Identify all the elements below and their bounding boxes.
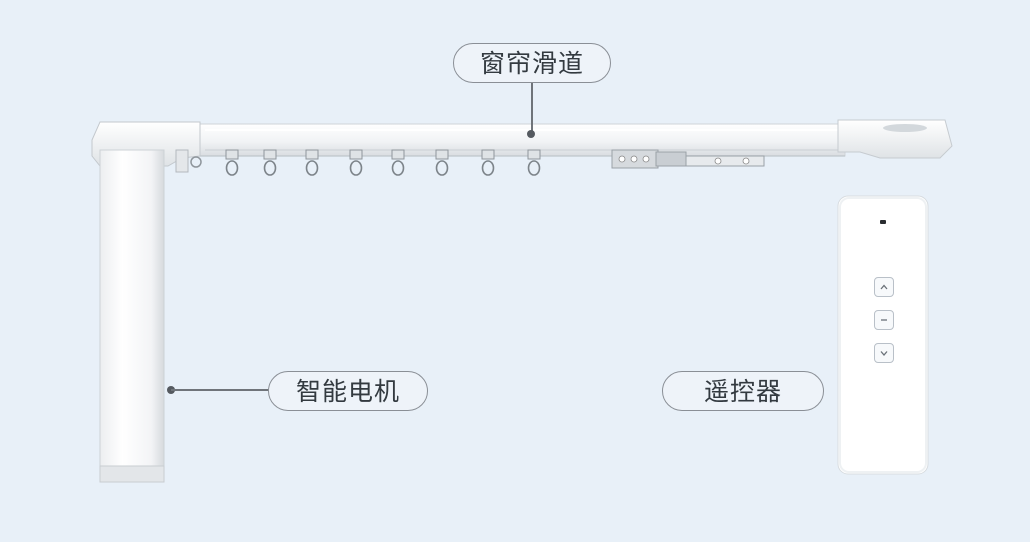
mounting-bracket <box>611 149 765 169</box>
remote-label: 遥控器 <box>662 371 824 411</box>
track-label: 窗帘滑道 <box>453 43 611 83</box>
curtain-hook <box>305 149 319 176</box>
remote-up-button[interactable] <box>874 277 894 297</box>
track-callout-dot <box>527 130 535 138</box>
curtain-hook <box>435 149 449 176</box>
curtain-hooks <box>225 149 541 176</box>
track-callout-line <box>531 82 533 134</box>
remote-down-button[interactable] <box>874 343 894 363</box>
curtain-track-rail <box>199 123 846 157</box>
minus-icon <box>881 319 887 321</box>
curtain-hook <box>391 149 405 176</box>
remote-stop-button[interactable] <box>874 310 894 330</box>
motor-callout-line <box>171 389 269 391</box>
curtain-hook <box>225 149 239 176</box>
right-end-cap <box>837 119 953 159</box>
curtain-hook <box>349 149 363 176</box>
remote-control-body <box>837 195 929 475</box>
motor-label: 智能电机 <box>268 371 428 411</box>
curtain-hook <box>481 149 495 176</box>
chevron-up-icon <box>880 284 888 290</box>
curtain-hook <box>263 149 277 176</box>
chevron-down-icon <box>880 351 888 356</box>
smart-motor <box>91 121 202 483</box>
curtain-hook <box>527 149 541 176</box>
